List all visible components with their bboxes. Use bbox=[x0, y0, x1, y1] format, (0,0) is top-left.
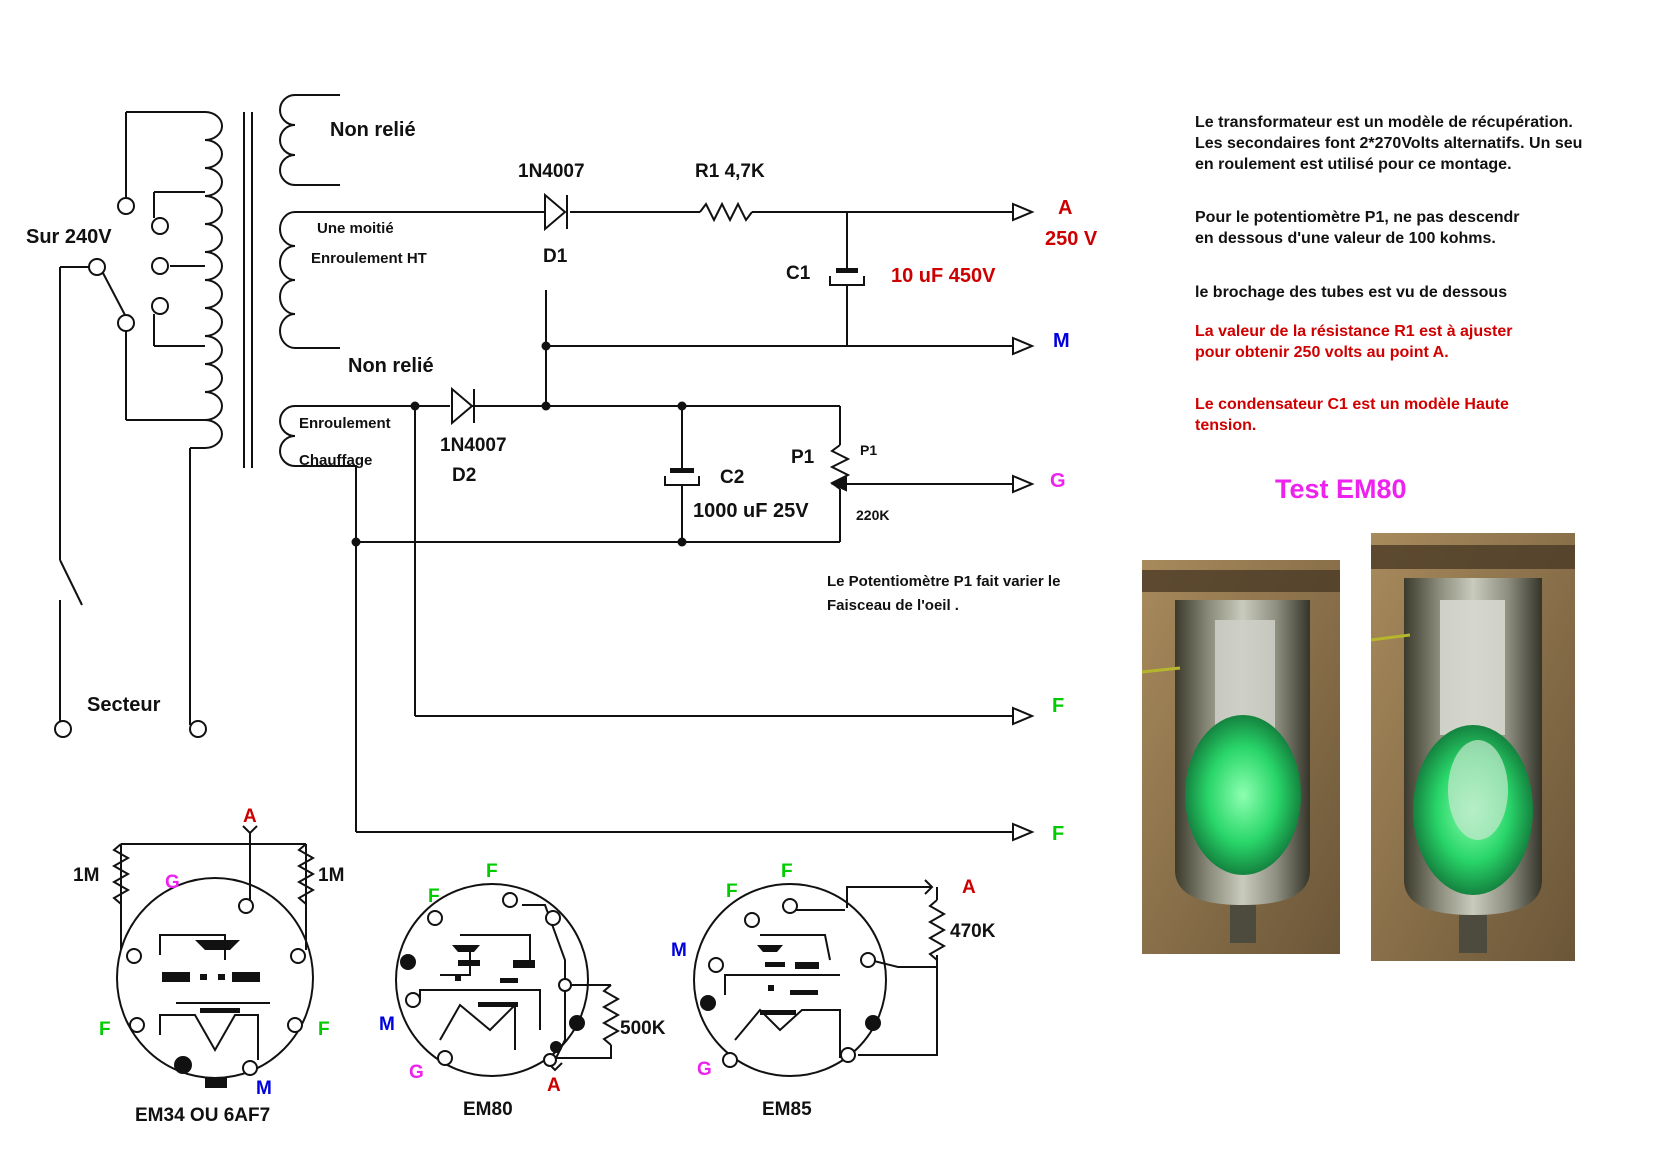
c2-value: 1000 uF 25V bbox=[693, 500, 809, 522]
tube-em85-parts bbox=[700, 945, 881, 1031]
note-c1: Le condensateur C1 est un modèle Haute t… bbox=[1195, 396, 1509, 434]
em34-f-left: F bbox=[99, 1019, 111, 1040]
heater-label-2: Chauffage bbox=[299, 452, 372, 469]
sec1-label: Non relié bbox=[330, 119, 416, 141]
secondary-heater bbox=[279, 405, 415, 467]
output-m-label: M bbox=[1053, 330, 1070, 352]
output-a-label: A bbox=[1058, 197, 1072, 219]
note-pinout: le brochage des tubes est vu de dessous bbox=[1195, 284, 1508, 301]
primary-label: Sur 240V bbox=[26, 226, 112, 248]
r1-label: R1 4,7K bbox=[695, 161, 765, 182]
tube-em85 bbox=[693, 879, 947, 1077]
c2-ref: C2 bbox=[720, 467, 744, 488]
r1-resistor bbox=[699, 201, 753, 223]
heater-label-1: Enroulement bbox=[299, 415, 391, 432]
output-g-label: G bbox=[1050, 470, 1066, 492]
tube-em34-parts bbox=[162, 940, 260, 1088]
em80-r: 500K bbox=[620, 1018, 666, 1039]
tube-em34 bbox=[111, 825, 316, 1079]
c1-value: 10 uF 450V bbox=[891, 265, 996, 287]
secondary-1 bbox=[279, 94, 340, 186]
em80-name: EM80 bbox=[463, 1099, 513, 1120]
em85-name: EM85 bbox=[762, 1099, 812, 1120]
em34-r-right: 1M bbox=[318, 865, 344, 886]
sec3-label: Non relié bbox=[348, 355, 434, 377]
em80-photo-right bbox=[1370, 533, 1575, 961]
em34-a: A bbox=[243, 806, 257, 827]
p1-small: P1 bbox=[860, 442, 877, 458]
d2-part: 1N4007 bbox=[440, 435, 507, 456]
em80-a: A bbox=[547, 1075, 561, 1096]
em34-g: G bbox=[165, 872, 180, 893]
em80-g: G bbox=[409, 1062, 424, 1083]
em85-m: M bbox=[671, 940, 687, 961]
em34-name: EM34 OU 6AF7 bbox=[135, 1105, 270, 1126]
secondary-ht bbox=[279, 211, 532, 349]
note-transformer: Le transformateur est un modèle de récup… bbox=[1195, 114, 1583, 173]
pot-note: Le Potentiomètre P1 fait varier le Faisc… bbox=[827, 573, 1061, 614]
em80-f-left: F bbox=[428, 886, 440, 907]
em34-f-right: F bbox=[318, 1019, 330, 1040]
d1-ref: D1 bbox=[543, 246, 568, 267]
c1-ref: C1 bbox=[786, 263, 811, 284]
note-pot: Pour le potentiomètre P1, ne pas descend… bbox=[1195, 209, 1520, 247]
output-a-voltage: 250 V bbox=[1045, 228, 1098, 250]
tube-em80 bbox=[395, 883, 621, 1077]
d1-part: 1N4007 bbox=[518, 161, 585, 182]
p1-potentiometer bbox=[829, 444, 851, 490]
em80-f-top: F bbox=[486, 861, 498, 882]
em34-r-left: 1M bbox=[73, 865, 99, 886]
em85-f-top: F bbox=[781, 861, 793, 882]
ht-label-2: Enroulement HT bbox=[311, 250, 427, 267]
ht-label-1: Une moitié bbox=[317, 220, 394, 237]
p1-ref: P1 bbox=[791, 447, 815, 468]
em85-f-left: F bbox=[726, 881, 738, 902]
em85-a: A bbox=[962, 877, 976, 898]
em80-m: M bbox=[379, 1014, 395, 1035]
output-f2-label: F bbox=[1052, 823, 1064, 845]
note-r1: La valeur de la résistance R1 est à ajus… bbox=[1195, 323, 1513, 361]
tube-em80-parts bbox=[400, 945, 585, 1053]
em85-r: 470K bbox=[950, 921, 996, 942]
mains-label: Secteur bbox=[87, 694, 161, 716]
d2-ref: D2 bbox=[452, 465, 476, 486]
output-f1-label: F bbox=[1052, 695, 1064, 717]
em34-m: M bbox=[256, 1078, 272, 1099]
test-title: Test EM80 bbox=[1275, 474, 1407, 504]
em85-g: G bbox=[697, 1059, 712, 1080]
primary-winding bbox=[126, 111, 223, 449]
p1-value: 220K bbox=[856, 507, 889, 523]
em80-photo-left bbox=[1141, 560, 1340, 954]
